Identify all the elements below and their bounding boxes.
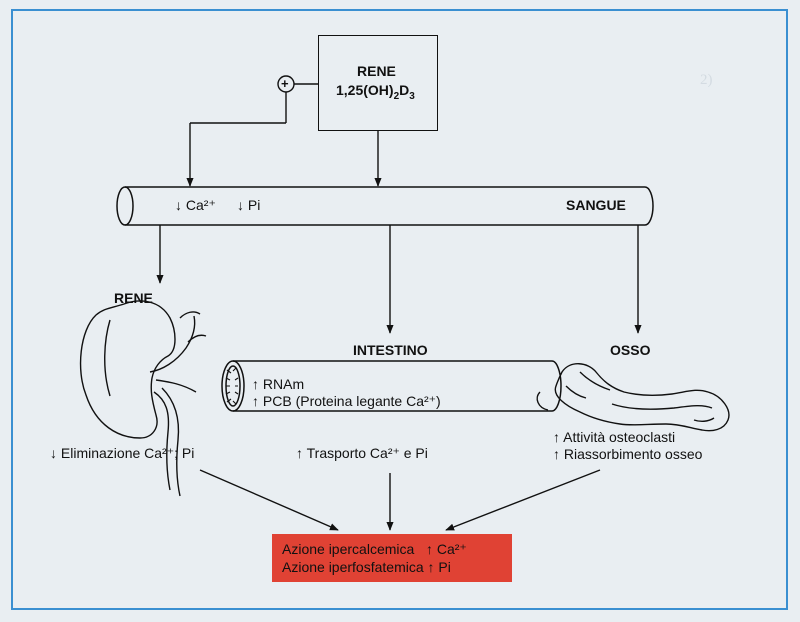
bone-illustration	[536, 363, 730, 432]
blood-phosphate-label: ↓ Pi	[237, 197, 261, 213]
show-through-texture: 2)	[700, 72, 713, 88]
blood-vessel-tube	[125, 186, 654, 226]
arrow-bone-to-result	[445, 469, 601, 531]
hormone-formula: 1,25(OH)2D3	[336, 82, 415, 102]
intestine-mrna: ↑ RNAm	[252, 376, 305, 392]
result-box: Azione ipercalcemica ↑ Ca²⁺ Azione iperf…	[272, 534, 512, 582]
intestine-illustration	[221, 360, 562, 412]
kidney-box-title: RENE	[357, 63, 396, 79]
blood-calcium-label: ↓ Ca²⁺	[175, 197, 216, 213]
bone-title: OSSO	[610, 342, 651, 358]
kidney-effect: ↓ Eliminazione Ca²⁺; Pi	[50, 445, 195, 461]
plus-sign: +	[281, 76, 289, 91]
bone-osteoclasts: ↑ Attività osteoclasti	[553, 429, 676, 445]
kidney-hormone-box	[318, 35, 438, 131]
hypercalcemic-action: Azione ipercalcemica ↑ Ca²⁺	[282, 541, 467, 557]
arrow-kidney-to-result	[199, 469, 339, 531]
blood-title: SANGUE	[566, 197, 626, 213]
blood-vessel-opening	[116, 186, 134, 226]
intestine-title: INTESTINO	[353, 342, 428, 358]
diagram-frame	[11, 9, 788, 610]
hyperphosphatemic-action: Azione iperfosfatemica ↑ Pi	[282, 559, 451, 575]
kidney-illustration	[79, 300, 207, 497]
kidney-title: RENE	[114, 290, 153, 306]
bone-resorption: ↑ Riassorbimento osseo	[553, 446, 703, 462]
intestine-effect: ↑ Trasporto Ca²⁺ e Pi	[296, 445, 428, 461]
intestine-pcb: ↑ PCB (Proteina legante Ca²⁺)	[252, 393, 441, 409]
